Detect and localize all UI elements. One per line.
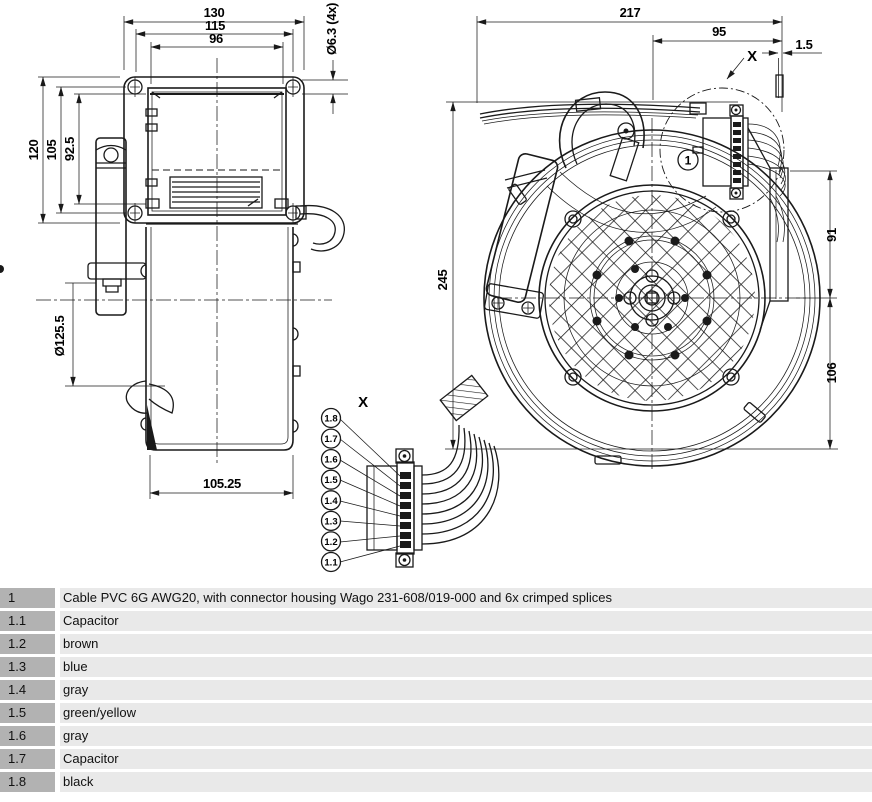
row-id-cell: 1.7 [0,749,55,769]
capacitor-front [483,153,559,319]
outlet-flange [747,74,789,331]
callout-1-6: 1.6 [320,448,342,470]
dim-217-label: 217 [620,5,641,20]
detail-x-pointer-label: X [747,48,757,65]
row-desc-cell: Capacitor [60,611,872,631]
mounting-flange [123,76,305,224]
intake-grille [0,184,766,412]
callout-1-7: 1.7 [320,428,342,449]
callout-1-6-label: 1.6 [324,455,337,466]
dim-120-label: 120 [26,140,41,161]
dim-1-5-label: 1.5 [795,37,812,52]
row-desc-cell: brown [60,634,872,654]
side-view: 130 115 96 Ø6.3 (4x) 120 105 92 [26,3,348,499]
side-view-dimensions: 130 115 96 Ø6.3 (4x) 120 105 92 [26,3,348,499]
row-desc-cell: blue [60,657,872,677]
detail-x-title: X [358,394,368,411]
capacitor-side [87,137,147,316]
connector-front [692,104,786,243]
row-desc-cell: green/yellow [60,703,872,723]
inlet-opening [145,87,289,216]
callout-1-5: 1.5 [320,469,342,490]
row-id-cell: 1.2 [0,634,55,654]
detail-connector [366,448,423,568]
row-desc-cell: black [60,772,872,792]
callout-1-7-label: 1.7 [324,434,337,445]
dim-105-label: 105 [44,140,59,161]
dim-115-label: 115 [205,18,225,33]
dim-91-label: 91 [824,228,839,242]
detail-callouts: 1.8 1.7 1.6 1.5 1.4 1.3 1.2 1.1 [320,407,401,573]
front-view-dimensions: 217 95 1.5 X 245 91 106 [435,5,839,450]
callout-1-4-label: 1.4 [324,496,338,507]
blower-technical-drawing: 130 115 96 Ø6.3 (4x) 120 105 92 [0,3,839,573]
dim-106-label: 106 [824,363,839,384]
row-id-cell: 1.4 [0,680,55,700]
row-id-cell: 1.8 [0,772,55,792]
motor [169,176,263,209]
row-desc-cell: gray [60,680,872,700]
row-desc-cell: Capacitor [60,749,872,769]
detail-wires [421,374,500,545]
dim-96-label: 96 [209,31,223,46]
callout-1-1-label: 1.1 [324,558,338,569]
scroll-housing [125,223,301,451]
callout-1-2: 1.2 [320,531,342,552]
front-view: 1 217 95 1.5 X 245 [0,5,839,470]
cable-exit [295,204,345,252]
callout-1-3-label: 1.3 [324,516,337,527]
hub [623,269,681,327]
balloon-1-label: 1 [685,154,692,168]
callout-1-3: 1.3 [320,510,342,532]
row-id-cell: 1.1 [0,611,55,631]
callout-1-8: 1.8 [320,407,342,429]
detail-x-view: X [320,374,500,573]
dim-245-label: 245 [435,270,450,291]
balloon-1: 1 [677,149,699,171]
dim-92-5-label: 92.5 [62,137,77,161]
callout-1-8-label: 1.8 [324,414,337,425]
callout-1-1: 1.1 [320,551,342,573]
callout-1-5-label: 1.5 [324,475,338,486]
row-desc-cell: gray [60,726,872,746]
dim-95-label: 95 [712,24,726,39]
dim-130-label: 130 [204,5,225,20]
row-id-cell: 1.5 [0,703,55,723]
dim-105-25-label: 105.25 [203,476,241,491]
row-id-cell: 1.6 [0,726,55,746]
dim-125-5-label: Ø125.5 [52,316,67,357]
row-desc-cell: Cable PVC 6G AWG20, with connector housi… [60,588,872,608]
dim-hole-label: Ø6.3 (4x) [324,3,339,55]
impeller-bolts [0,236,712,360]
detail-x-boundary [659,87,785,213]
row-id-cell: 1.3 [0,657,55,677]
callout-1-4: 1.4 [320,490,342,511]
callout-1-2-label: 1.2 [324,537,337,548]
cable-conduit [479,91,717,233]
row-id-cell: 1 [0,588,55,608]
